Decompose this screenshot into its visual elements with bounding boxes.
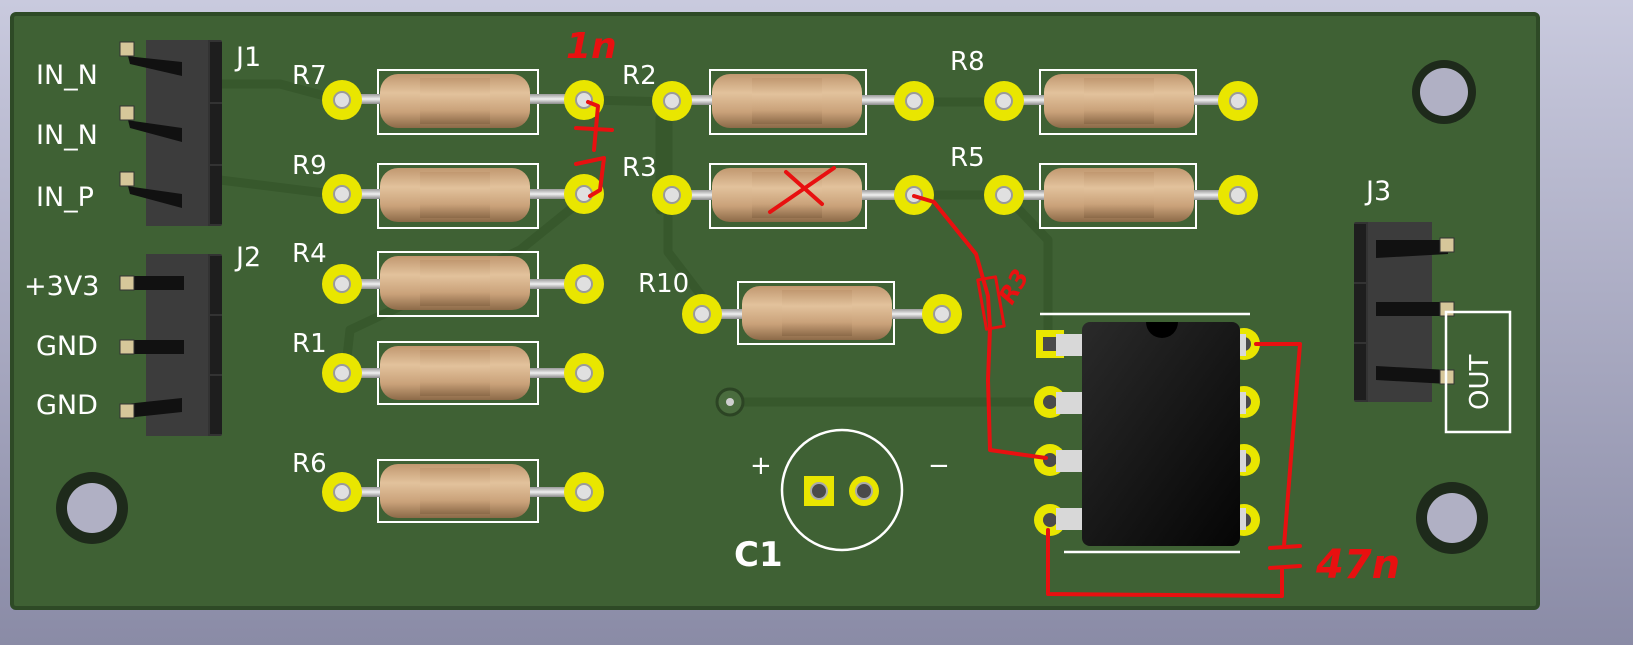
resistor-r3[interactable] [652, 163, 934, 229]
r10-ref-label: R10 [638, 269, 689, 299]
resistor-r9[interactable] [322, 163, 604, 229]
r7-ref-label: R7 [292, 61, 327, 91]
r4-ref-label: R4 [292, 239, 327, 269]
connector-j3[interactable] [1354, 222, 1512, 434]
mounting-holes [56, 60, 1488, 554]
resistor-r8[interactable] [984, 69, 1258, 135]
r1-ref-label: R1 [292, 329, 327, 359]
resistor-r6[interactable] [322, 459, 604, 523]
resistor-r2[interactable] [652, 69, 934, 135]
j3-out-label: OUT [1465, 355, 1495, 410]
j1-pad-1 [119, 41, 135, 57]
resistor-r7[interactable] [322, 69, 604, 135]
hand-annotations [574, 100, 1302, 598]
r9-ref-label: R9 [292, 151, 327, 181]
j3-ref-label: J3 [1364, 176, 1391, 207]
j2-pad-3 [119, 403, 135, 419]
j2-ref-label: J2 [234, 242, 261, 273]
resistor-r10[interactable] [682, 281, 962, 345]
r5-ref-label: R5 [950, 143, 985, 173]
connector-j2[interactable] [119, 254, 222, 436]
r8-ref-label: R8 [950, 47, 985, 77]
j1-pad-2 [119, 105, 135, 121]
j2-pin1-label: +3V3 [24, 271, 99, 302]
j1-ref-label: J1 [234, 42, 261, 73]
resistor-r4[interactable] [322, 251, 604, 317]
j1-pin3-label: IN_P [36, 182, 94, 213]
j2-pin2-label: GND [36, 331, 98, 362]
handwritten-1n: 1n [566, 26, 617, 67]
r6-ref-label: R6 [292, 449, 327, 479]
cross-mark [768, 166, 836, 214]
jumper-wire [574, 100, 614, 198]
j1-pin1-label: IN_N [36, 60, 98, 91]
j3-pad-1 [1439, 237, 1455, 253]
c47n-wire [1046, 342, 1302, 598]
r3-rework-resistor [976, 275, 1006, 331]
capacitor-c1[interactable] [780, 428, 904, 552]
j1-pad-3 [119, 171, 135, 187]
ic-dip8[interactable] [1034, 312, 1260, 554]
resistor-r5[interactable] [984, 163, 1258, 229]
r3-ref-label: R3 [622, 153, 657, 183]
c1-plus-label: + [750, 451, 772, 481]
c1-minus-label: − [928, 451, 950, 481]
resistor-r1[interactable] [322, 341, 604, 405]
r3-rework-wire [912, 194, 1048, 460]
j1-pin2-label: IN_N [36, 120, 98, 151]
r2-ref-label: R2 [622, 61, 657, 91]
c1-ref-label: C1 [734, 535, 783, 575]
j2-pad-1 [119, 275, 135, 291]
j2-pin3-label: GND [36, 390, 98, 421]
j2-pad-2 [119, 339, 135, 355]
connector-j1[interactable] [119, 40, 222, 226]
handwritten-47n: 47n [1315, 542, 1400, 588]
